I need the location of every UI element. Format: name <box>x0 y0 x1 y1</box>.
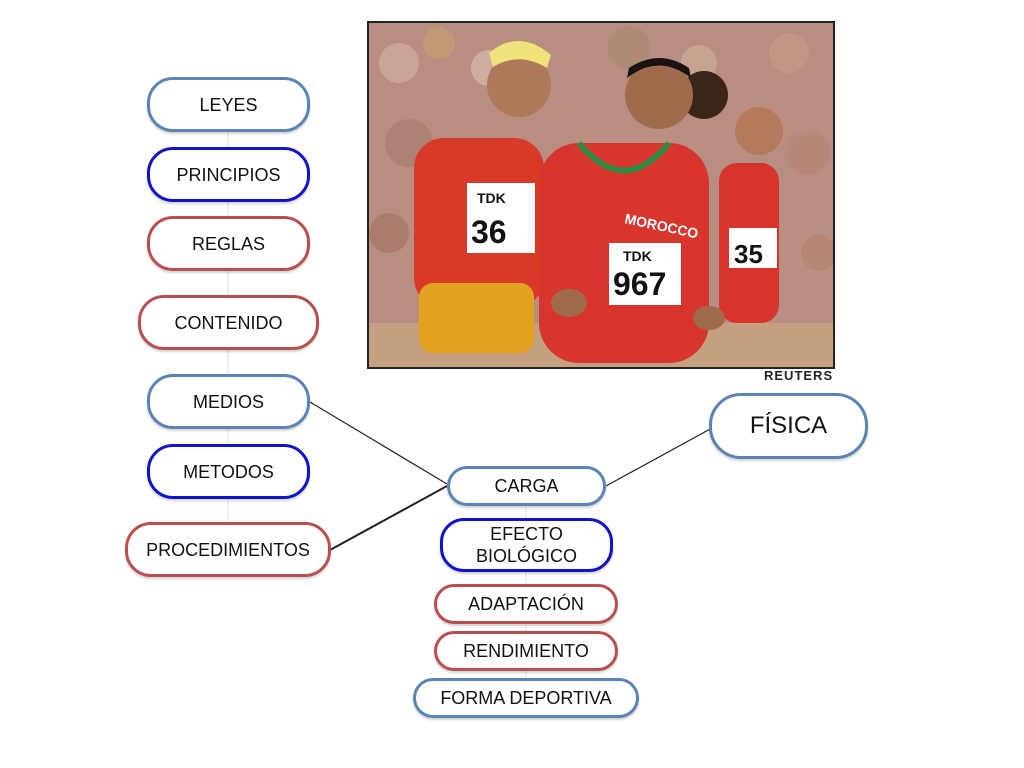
node-fisica-label: FÍSICA <box>749 412 828 439</box>
node-efecto-biologico[interactable]: EFECTO BIOLÓGICO <box>440 518 613 572</box>
node-reglas-label: REGLAS <box>191 233 266 254</box>
bib-front-brand: TDK <box>623 248 652 264</box>
bib-right: 35 <box>734 239 763 269</box>
node-adaptacion-label: ADAPTACIÓN <box>468 594 584 614</box>
node-medios-label: MEDIOS <box>192 391 264 412</box>
bib-front-number: 967 <box>613 266 666 302</box>
link-carga-fisica <box>605 427 713 487</box>
node-carga[interactable]: CARGA <box>447 466 606 506</box>
node-leyes-label: LEYES <box>199 94 258 115</box>
node-carga-label: CARGA <box>494 476 559 496</box>
bib-left: TDK <box>477 190 506 206</box>
photo-credit: REUTERS <box>764 368 834 383</box>
node-reglas[interactable]: REGLAS <box>147 216 310 271</box>
node-contenido[interactable]: CONTENIDO <box>138 295 319 350</box>
node-efecto-biologico-label: EFECTO BIOLÓGICO <box>475 524 578 566</box>
node-rendimiento-label: RENDIMIENTO <box>463 641 589 661</box>
node-metodos-label: METODOS <box>183 461 274 482</box>
node-procedimientos-label: PROCEDIMIENTOS <box>146 539 310 560</box>
node-adaptacion[interactable]: ADAPTACIÓN <box>434 584 618 624</box>
link-medios-carga <box>309 401 448 485</box>
node-principios[interactable]: PRINCIPIOS <box>147 147 310 202</box>
runner-front: MOROCCO TDK 967 <box>539 58 725 363</box>
node-rendimiento[interactable]: RENDIMIENTO <box>434 631 618 671</box>
runner-right: 35 <box>719 107 783 323</box>
node-metodos[interactable]: METODOS <box>147 444 310 499</box>
link-procedimientos-carga <box>329 485 448 551</box>
node-principios-label: PRINCIPIOS <box>176 164 281 185</box>
node-procedimientos[interactable]: PROCEDIMIENTOS <box>125 522 331 577</box>
node-leyes[interactable]: LEYES <box>147 77 310 132</box>
bib-left-number: 36 <box>471 214 507 250</box>
node-forma-deportiva-label: FORMA DEPORTIVA <box>440 688 612 708</box>
node-medios[interactable]: MEDIOS <box>147 374 310 429</box>
runners-photo: 35 TDK 36 MOROCCO TDK 967 <box>367 21 835 369</box>
runner-left: TDK 36 <box>414 40 551 353</box>
node-contenido-label: CONTENIDO <box>174 312 283 333</box>
runners-illustration: 35 TDK 36 MOROCCO TDK 967 <box>369 23 833 367</box>
node-forma-deportiva[interactable]: FORMA DEPORTIVA <box>413 678 639 718</box>
node-fisica[interactable]: FÍSICA <box>709 393 868 459</box>
